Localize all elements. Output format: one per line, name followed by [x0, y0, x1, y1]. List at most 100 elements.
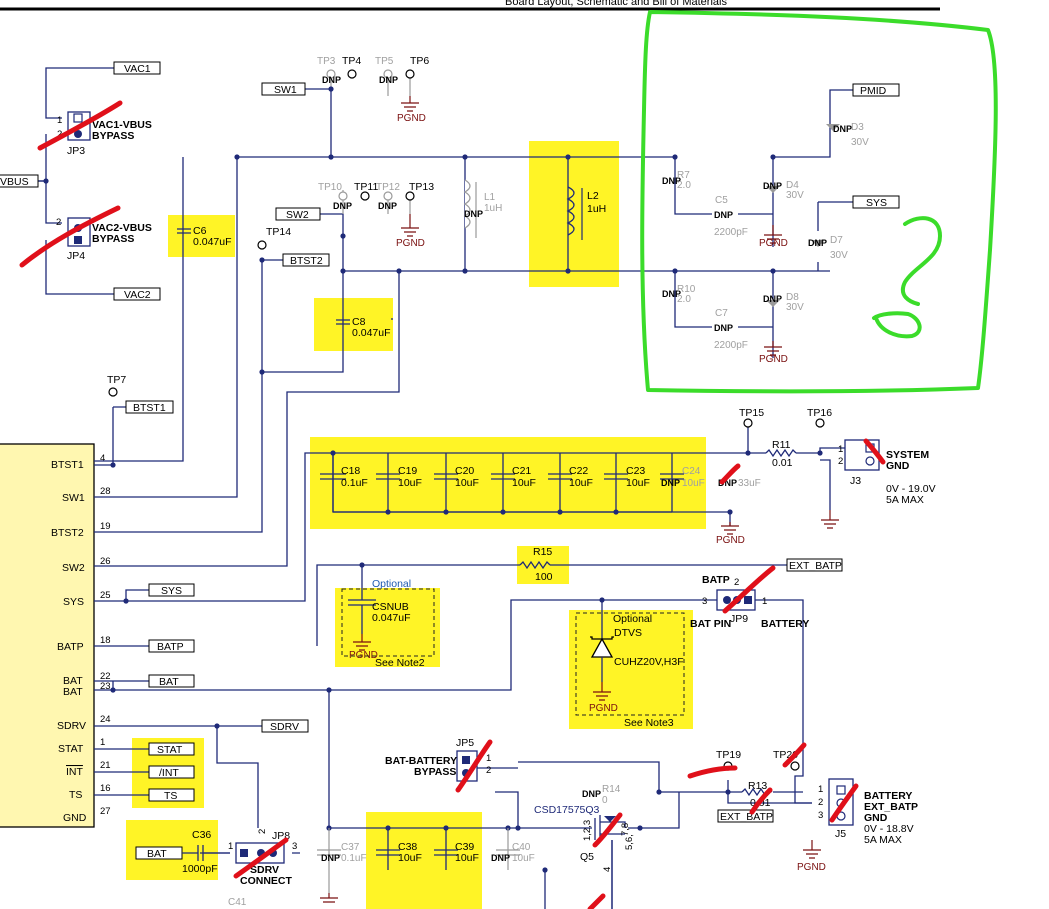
red-strike-tp20	[782, 742, 807, 768]
csnub-ref: CSNUB	[372, 601, 409, 613]
j5-subtitle: EXT_BATP	[864, 801, 918, 813]
q5-pins-56: 5,6,	[624, 834, 635, 850]
mosfet-q5: CSD17575Q3 Q5 1,2,3 5,6, 7,8 4	[534, 804, 640, 909]
jumper-jp4[interactable]: 2 VAC2-VBUS BYPASS JP4	[56, 217, 152, 262]
r15-ref: R15	[533, 546, 552, 558]
net-sw1: SW1	[274, 84, 297, 96]
c5-dnp: DNP	[714, 210, 733, 220]
dtvs-note: See Note3	[624, 717, 674, 729]
r11-ref: R11	[772, 439, 791, 451]
tp13-label: TP13	[409, 181, 434, 193]
ic-pin-labels: BTST1 SW1 BTST2 SW2 SYS BATP BAT BAT SDR…	[51, 459, 87, 824]
ic-pin-num-26: 26	[100, 556, 111, 567]
highlight-l2	[529, 141, 619, 287]
jumper-jp9[interactable]: BATP 2 3 1 BAT PIN BATTERY JP9	[690, 574, 809, 630]
ic-pin-batp: BATP	[57, 641, 84, 653]
jumper-jp5[interactable]: 1 2 BAT-BATTERY BYPASS JP5	[385, 737, 491, 782]
red-strike-tp19	[687, 765, 738, 779]
connector-j3[interactable]: 1 2 SYSTEM GND 0V - 19.0V 5A MAX J3	[838, 439, 936, 506]
red-strike-jp4	[19, 205, 121, 268]
ic-pin-gnd: GND	[63, 812, 87, 824]
ic-pin-sw2: SW2	[62, 562, 85, 574]
c24-dnp: DNP	[661, 478, 680, 488]
d7-dnp: DNP	[808, 238, 827, 248]
inductor-l1: L1 1uH DNP	[463, 179, 502, 238]
jp3-pin1: 1	[57, 115, 62, 126]
csnub-optional: Optional	[372, 578, 411, 590]
c8-ref: C8	[352, 316, 366, 328]
net-btst2: BTST2	[290, 255, 323, 267]
jp9-pin3: 3	[702, 596, 707, 607]
resistor-r15: R15 100	[519, 546, 553, 583]
l2-val: 1uH	[587, 203, 606, 215]
connector-j5[interactable]: 1 2 3 BATTERY EXT_BATP GND 0V - 18.8V 5A…	[818, 778, 918, 846]
r7-ref: R7	[677, 170, 690, 181]
jumper-jp3[interactable]: 1 2 VAC1-VBUS BYPASS JP3	[57, 111, 152, 157]
d4-dnp: DNP	[763, 181, 782, 191]
highlight-c8	[314, 298, 393, 351]
c23-val: 10uF	[626, 477, 650, 489]
c37-ref: C37	[341, 842, 360, 853]
jp4-subtitle: BYPASS	[92, 233, 134, 245]
capacitor-c8: C8 0.047uF	[336, 316, 393, 339]
ic-pin-num-22: 22	[100, 671, 111, 682]
l1-ref: L1	[484, 192, 496, 203]
d4-val: 30V	[786, 190, 804, 201]
jp5-pin2: 2	[486, 765, 491, 776]
d8-ref: D8	[786, 292, 799, 303]
q5-part-number: CSD17575Q3	[534, 804, 600, 816]
q5-ref: Q5	[580, 851, 594, 863]
net-sw2: SW2	[286, 209, 309, 221]
tp14-label: TP14	[266, 226, 291, 238]
jp9-right-label: BATTERY	[761, 618, 809, 630]
output-capacitor-bank: C18 0.1uF C19 10uF C20 10uF C21 10uF C22…	[320, 453, 761, 512]
c41-ref: C41	[228, 897, 247, 908]
j3-pin1: 1	[838, 444, 843, 455]
jp4-title: VAC2-VBUS	[92, 222, 152, 234]
c7-ref: C7	[715, 308, 728, 319]
d7-ref: D7	[830, 235, 843, 246]
net-btst1: BTST1	[133, 402, 166, 414]
dnp-wires	[330, 70, 411, 214]
r15-val: 100	[535, 571, 553, 583]
jp5-title: BAT-BATTERY	[385, 755, 457, 767]
d4-ref: D4	[786, 180, 799, 191]
c18-val: 0.1uF	[341, 477, 368, 489]
red-strike-q5	[592, 812, 623, 848]
net-bat-c36: BAT	[147, 848, 167, 860]
j3-voltage: 0V - 19.0V	[886, 483, 936, 495]
header-text: Board Layout, Schematic and Bill of Mate…	[505, 0, 727, 8]
tp15-label: TP15	[739, 407, 764, 419]
red-strike-jp3	[37, 100, 123, 151]
jp8-pin2: 2	[257, 829, 268, 834]
c21-ref: C21	[512, 465, 531, 477]
tp6-label: TP6	[410, 55, 429, 67]
pgnd-label-2: PGND	[396, 238, 425, 249]
net-vbus: VBUS	[0, 176, 29, 188]
pgnd-labels: PGND PGND PGND PGND PGND PGND PGND PGND	[349, 113, 826, 873]
ic-pin-btst2: BTST2	[51, 527, 84, 539]
ic-pin-bat-a: BAT	[63, 675, 83, 687]
c8-val: 0.047uF	[352, 327, 391, 339]
net-pmid: PMID	[860, 85, 887, 97]
q5-pin-4: 4	[602, 867, 613, 872]
tp10-label: TP10	[318, 182, 342, 193]
tp12-label: TP12	[376, 182, 400, 193]
net-labels: VAC1 VAC2 VBUS SW1 SW2 BTST2 BTST1 PMID …	[0, 61, 900, 860]
pgnd-label-8: PGND	[797, 862, 826, 873]
highlight-csnub	[335, 588, 440, 667]
capacitor-csnub: Optional CSNUB 0.047uF See Note2	[341, 565, 435, 669]
r10-val: 2.0	[677, 294, 691, 305]
diode-dtvs: Optional DTVS CUHZ20V,H3F See Note3	[575, 612, 685, 729]
r13-ref: R13	[748, 780, 767, 792]
capacitor-c6: C6 0.047uF	[177, 225, 232, 248]
q5-pins-78: 7,8	[620, 823, 631, 836]
r11-val: 0.01	[772, 457, 793, 469]
q5-pins-123: 1,2,3	[582, 820, 593, 841]
j5-ref: J5	[835, 828, 846, 840]
red-strike-j5	[829, 783, 859, 823]
ic-pin-ts: TS	[69, 789, 82, 801]
c25-dnp: DNP	[718, 478, 737, 488]
r14-ref: R14	[602, 784, 621, 795]
question-mark-curve	[900, 216, 942, 306]
